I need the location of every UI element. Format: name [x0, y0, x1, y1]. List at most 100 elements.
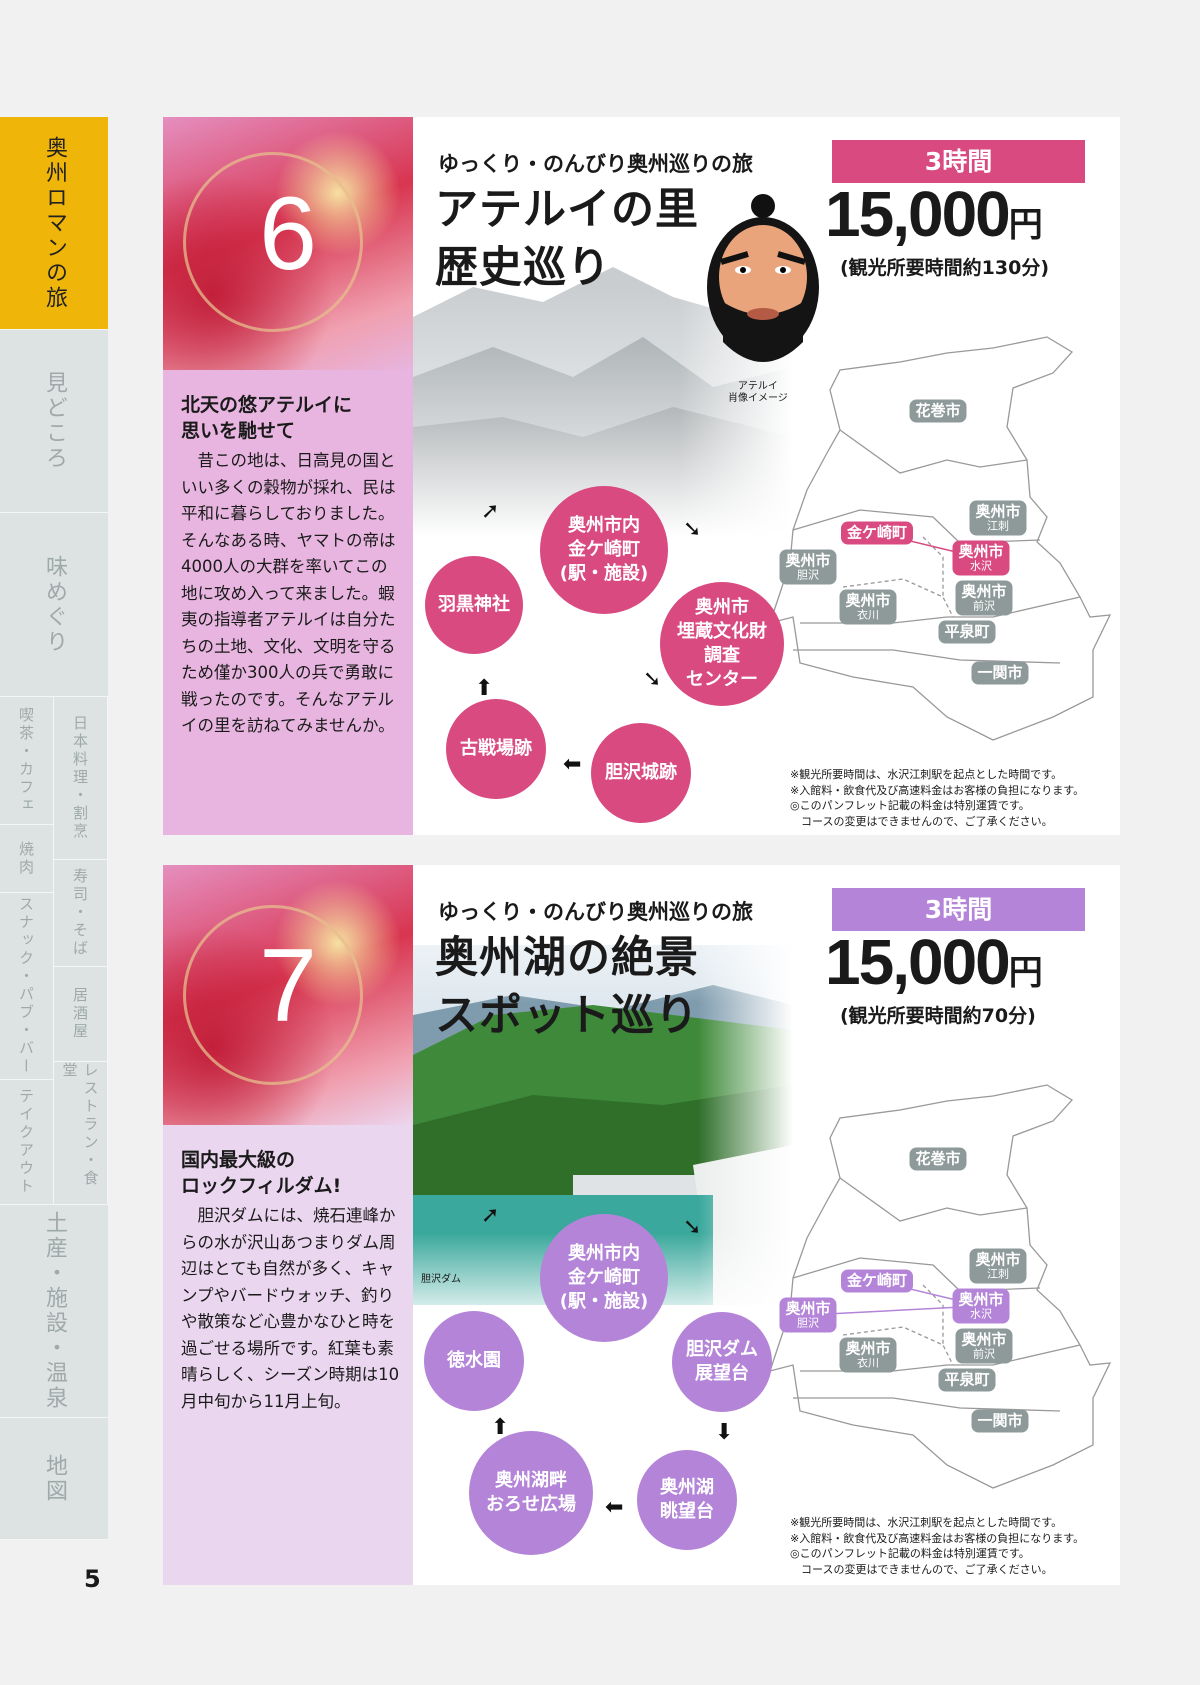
route-arrow-icon: ⬇	[715, 1420, 734, 1445]
tour-title: アテルイの里 歴史巡り	[435, 185, 699, 293]
route-stop-1[interactable]: 奥州市 埋蔵文化財 調査 センター	[660, 582, 784, 706]
route-stop-2[interactable]: 胆沢城跡	[591, 723, 691, 823]
route-arrow-icon: ➚	[481, 499, 500, 524]
sidebar-item-1[interactable]: 見どころ	[0, 330, 108, 513]
map-label-ichinoseki[interactable]: 一関市	[971, 1409, 1029, 1433]
tour-title: 奥州湖の絶景 スポット巡り	[435, 933, 699, 1041]
sidebar-item-label: 味めぐり	[42, 554, 67, 655]
tour-subtitle: ゆっくり・のんびり奥州巡りの旅	[438, 900, 753, 924]
map-label-name: 奥州市	[975, 1250, 1021, 1269]
map-label-sub: 前沢	[972, 1347, 995, 1361]
sidebar-item-label: 奥州ロマンの旅	[42, 135, 67, 311]
sidebar-item-label: テイクアウト	[17, 1088, 35, 1196]
map-label-maesawa[interactable]: 奥州市前沢	[955, 580, 1013, 616]
map-label-koromogawa[interactable]: 奥州市衣川	[839, 589, 897, 625]
map-label-name: 奥州市	[785, 551, 831, 570]
panel-heading: 国内最大級の ロックフィルダム!	[181, 1149, 342, 1197]
map-label-name: 平泉町	[944, 1370, 990, 1389]
panel-body: 昔この地は、日高見の国といい多くの穀物が採れ、民は平和に暮らしておりました。そん…	[181, 451, 396, 735]
price: 15,000円	[825, 177, 1043, 251]
sidebar-item-label: 日本料理・割烹	[71, 715, 89, 841]
route-stop-3[interactable]: 奥州湖畔 おろせ広場	[469, 1431, 593, 1555]
map-label-sub: 衣川	[856, 608, 879, 622]
map-label-name: 一関市	[977, 663, 1023, 682]
map-label-mizusawa[interactable]: 奥州市水沢	[952, 540, 1010, 576]
time-note: (観光所要時間約130分)	[840, 257, 1050, 279]
sidebar-item-0[interactable]: 奥州ロマンの旅	[0, 117, 108, 330]
panel-body: 胆沢ダムには、焼石連峰からの水が沢山あつまりダム周辺はとても自然が多く、キャンプ…	[181, 1206, 400, 1411]
price-unit: 円	[1008, 206, 1043, 244]
sidebar-item-label: 地図	[42, 1453, 67, 1504]
sidebar-item-label: 喫茶・カフェ	[17, 706, 35, 815]
number-artwork: 6	[163, 117, 413, 370]
map-label-mizusawa[interactable]: 奥州市水沢	[952, 1288, 1010, 1324]
map-label-name: 奥州市	[845, 1339, 891, 1358]
tour-subtitle: ゆっくり・のんびり奥州巡りの旅	[438, 152, 753, 176]
sidebar-item-10[interactable]: レストラン・食堂	[54, 1062, 108, 1205]
map-label-kanegasaki[interactable]: 金ケ崎町	[840, 1269, 914, 1293]
map-label-esashi[interactable]: 奥州市江刺	[969, 500, 1027, 536]
map-label-koromogawa[interactable]: 奥州市衣川	[839, 1337, 897, 1373]
sidebar-item-5[interactable]: スナック・パブ・バー	[0, 893, 54, 1080]
map-label-name: 奥州市	[785, 1299, 831, 1318]
sidebar-item-4[interactable]: 焼肉	[0, 825, 54, 893]
map-label-name: 奥州市	[845, 591, 891, 610]
notes: ※観光所要時間は、水沢江刺駅を起点とした時間です。 ※入館料・飲食代及び高速料金…	[790, 1516, 1085, 1576]
sidebar-item-9[interactable]: 居酒屋	[54, 967, 108, 1062]
tour-card-7: 7 国内最大級の ロックフィルダム! 胆沢ダムには、焼石連峰からの水が沢山あつまりダ…	[163, 865, 1120, 1585]
decorative-ring	[183, 905, 363, 1085]
price-amount: 15,000	[825, 178, 1011, 250]
route-stop-1[interactable]: 胆沢ダム 展望台	[672, 1312, 772, 1412]
map-label-hiraizumi[interactable]: 平泉町	[938, 1368, 996, 1392]
map-label-esashi[interactable]: 奥州市江刺	[969, 1248, 1027, 1284]
sidebar-item-label: スナック・パブ・バー	[17, 896, 35, 1076]
sidebar-item-3[interactable]: 喫茶・カフェ	[0, 697, 54, 825]
route-stop-0[interactable]: 奥州市内 金ケ崎町 (駅・施設)	[540, 1214, 668, 1342]
map-label-name: 奥州市	[958, 1290, 1004, 1309]
notes: ※観光所要時間は、水沢江刺駅を起点とした時間です。 ※入館料・飲食代及び高速料金…	[790, 768, 1085, 828]
map-label-sub: 江刺	[986, 1267, 1009, 1281]
sidebar-item-label: レストラン・食堂	[60, 1062, 100, 1188]
map-label-name: 奥州市	[975, 502, 1021, 521]
route-stop-4[interactable]: 羽黒神社	[425, 556, 523, 654]
route-stop-2[interactable]: 奥州湖 眺望台	[637, 1450, 737, 1550]
map-label-ichinoseki[interactable]: 一関市	[971, 661, 1029, 685]
map-label-sub: 水沢	[969, 559, 992, 573]
duration-badge: 3時間	[832, 140, 1085, 183]
map-label-sub: 胆沢	[796, 568, 819, 582]
map-label-hanamaki[interactable]: 花巻市	[909, 1147, 967, 1171]
route-stop-3[interactable]: 古戦場跡	[446, 699, 546, 799]
sidebar-item-2[interactable]: 味めぐり	[0, 513, 108, 697]
price: 15,000円	[825, 925, 1043, 999]
duration-badge: 3時間	[832, 888, 1085, 931]
map-label-hiraizumi[interactable]: 平泉町	[938, 620, 996, 644]
route-stop-0[interactable]: 奥州市内 金ケ崎町 (駅・施設)	[540, 486, 668, 614]
portrait-caption: アテルイ 肖像イメージ	[728, 381, 788, 404]
route-arrow-icon: ⬅	[563, 752, 582, 777]
price-unit: 円	[1008, 954, 1043, 992]
map-label-sub: 衣川	[856, 1356, 879, 1370]
map-label-name: 平泉町	[944, 622, 990, 641]
map-label-hanamaki[interactable]: 花巻市	[909, 399, 967, 423]
sidebar-item-6[interactable]: テイクアウト	[0, 1080, 54, 1205]
side-panel: 7 国内最大級の ロックフィルダム! 胆沢ダムには、焼石連峰からの水が沢山あつまりダ…	[163, 865, 413, 1585]
time-note: (観光所要時間約70分)	[840, 1005, 1036, 1027]
map-label-name: 花巻市	[915, 401, 961, 420]
map-label-name: 奥州市	[961, 1330, 1007, 1349]
sidebar-item-12[interactable]: 地図	[0, 1418, 108, 1540]
route-arrow-icon: ➘	[683, 517, 702, 542]
route-arrow-icon: ➘	[683, 1215, 702, 1240]
map-label-kanegasaki[interactable]: 金ケ崎町	[840, 521, 914, 545]
map-label-sub: 江刺	[986, 519, 1009, 533]
dam-caption: 胆沢ダム	[421, 1274, 461, 1285]
route-stop-4[interactable]: 徳水園	[424, 1311, 524, 1411]
map-label-maesawa[interactable]: 奥州市前沢	[955, 1328, 1013, 1364]
map-label-isawa[interactable]: 奥州市胆沢	[779, 549, 837, 585]
sidebar-item-11[interactable]: 土産・施設・温泉	[0, 1205, 108, 1418]
sidebar-item-8[interactable]: 寿司・そば	[54, 860, 108, 967]
map-label-isawa[interactable]: 奥州市胆沢	[779, 1297, 837, 1333]
sidebar-item-7[interactable]: 日本料理・割烹	[54, 697, 108, 860]
map-label-name: 奥州市	[961, 582, 1007, 601]
number-artwork: 7	[163, 865, 413, 1125]
